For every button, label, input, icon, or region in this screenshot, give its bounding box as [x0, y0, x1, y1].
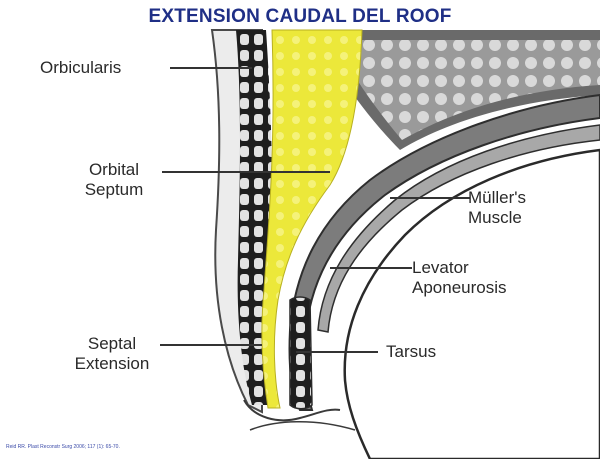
slide-title: EXTENSION CAUDAL DEL ROOF — [148, 6, 452, 27]
label-orbital-septum: Orbital Septum — [70, 160, 158, 200]
label-septal-extension-line2: Extension — [74, 354, 150, 373]
label-tarsus: Tarsus — [386, 342, 437, 361]
label-mullers-muscle-line1: Müller's — [468, 188, 527, 207]
label-septal-extension: Septal Extension — [64, 334, 160, 374]
levator-layer — [288, 93, 600, 411]
label-mullers-muscle: Müller's Muscle — [468, 188, 526, 228]
label-mullers-muscle-line2: Muscle — [468, 208, 522, 227]
label-levator-line1: Levator — [412, 258, 469, 277]
lid-margin — [243, 399, 341, 422]
orbital-septum-fat — [261, 29, 363, 409]
muller-layer — [317, 124, 600, 333]
label-orbital-septum-line1: Orbital — [88, 160, 140, 179]
label-levator-line2: Aponeurosis — [412, 278, 507, 297]
label-orbital-septum-line2: Septum — [84, 180, 144, 199]
citation: Reid RR. Plast Reconstr Surg 2006; 117 (… — [6, 444, 120, 450]
lower-lid-curve — [249, 421, 356, 431]
label-levator-aponeurosis: Levator Aponeurosis — [412, 258, 507, 298]
globe-surface — [343, 148, 600, 459]
label-orbicularis: Orbicularis — [40, 58, 122, 77]
label-septal-extension-line1: Septal — [87, 334, 137, 353]
orbital-fat-region — [345, 40, 600, 140]
